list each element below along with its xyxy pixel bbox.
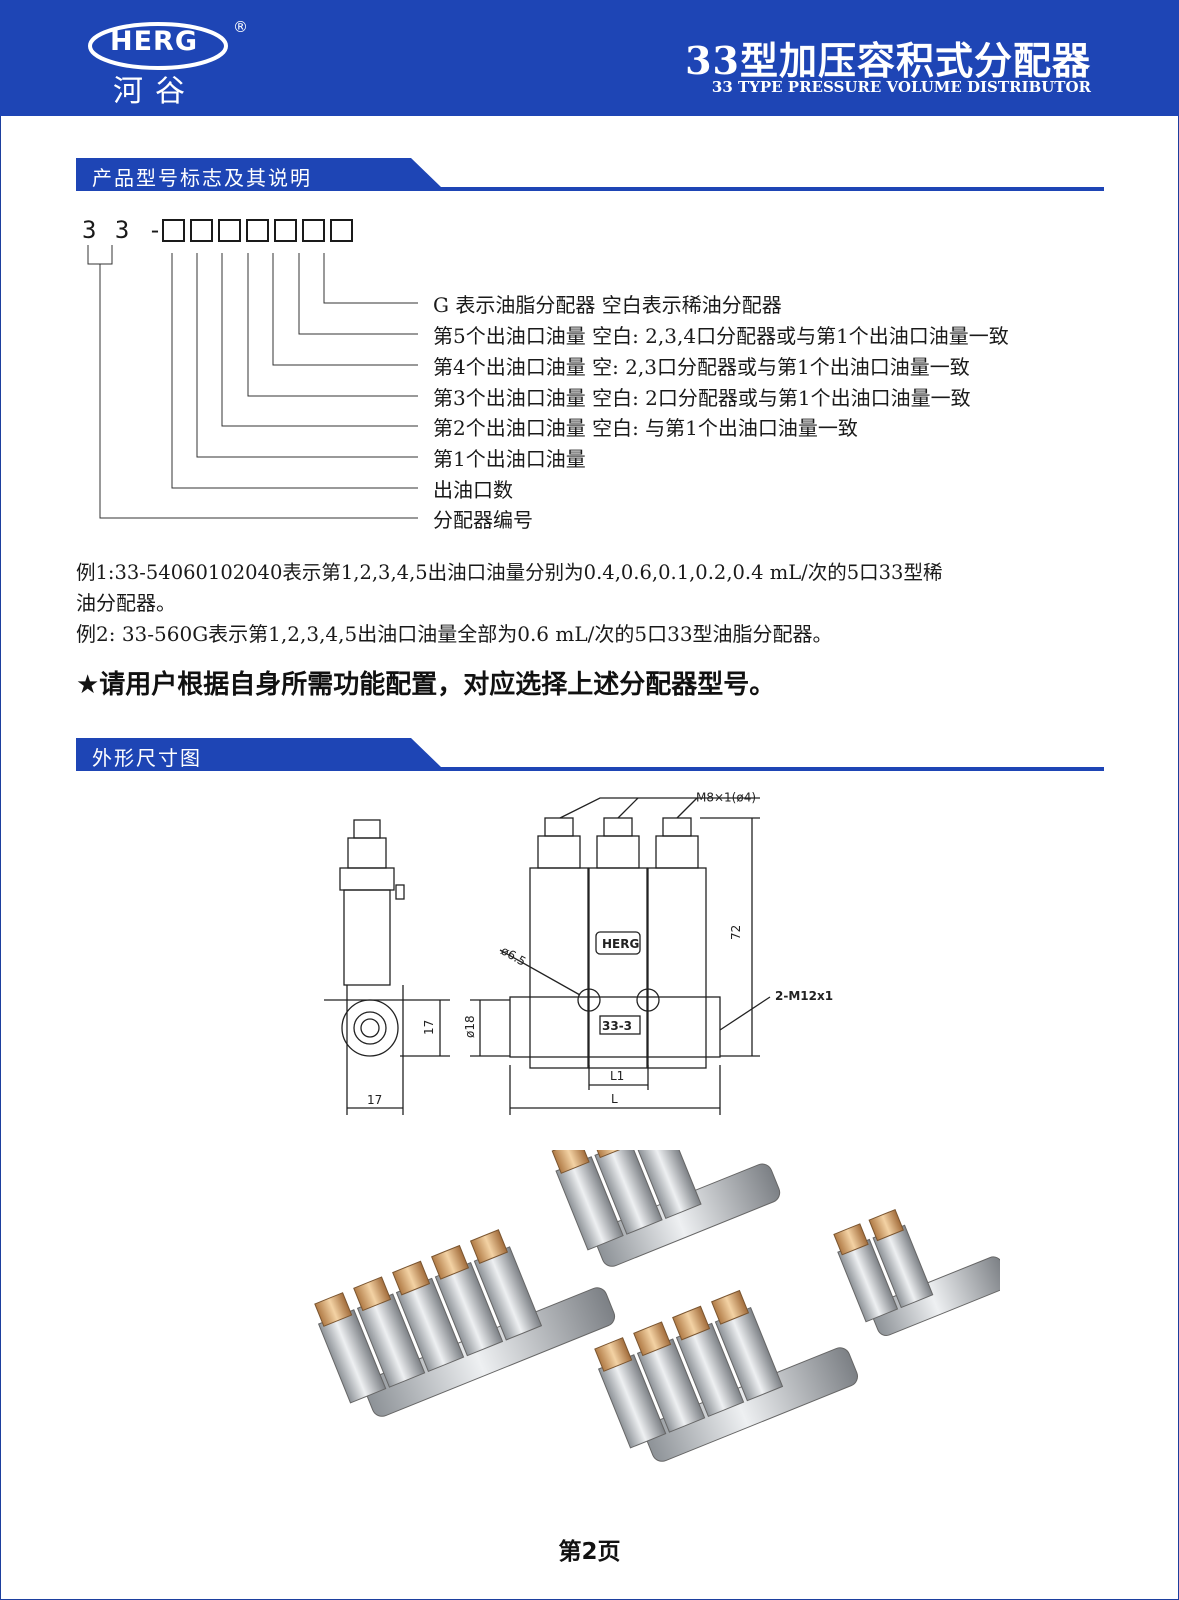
code-description: G 表示油脂分配器 空白表示稀油分配器 — [433, 293, 782, 317]
header-bar: HERG ® 河谷 33型加压容积式分配器 33 TYPE PRESSURE V… — [0, 0, 1179, 116]
photo-distributor-3 — [551, 1107, 781, 1267]
code-description: 第5个出油口油量 空白: 2,3,4口分配器或与第1个出油口油量一致 — [433, 324, 1009, 348]
section-band — [76, 158, 1104, 191]
dim-height: 72 — [729, 925, 743, 940]
section-heading-model: 产品型号标志及其说明 — [76, 158, 1104, 194]
logo-registered-mark: ® — [233, 18, 248, 36]
code-box — [190, 219, 213, 242]
code-description: 分配器编号 — [433, 508, 533, 532]
section-title: 外形尺寸图 — [92, 746, 202, 770]
dim-body-height: 17 — [422, 1020, 436, 1035]
logo-text: HERG — [110, 26, 198, 57]
model-code-boxes — [162, 219, 353, 242]
code-box — [330, 219, 353, 242]
dim-side-width: 17 — [367, 1093, 382, 1107]
logo-ellipse — [88, 22, 228, 70]
code-box — [162, 219, 185, 242]
example-1: 例1:33-54060102040表示第1,2,3,4,5出油口油量分别为0.4… — [76, 561, 943, 584]
dim-hole-diameter: ø6.5 — [499, 943, 529, 968]
product-photos — [280, 1107, 1009, 1510]
example-2: 例2: 33-560G表示第1,2,3,4,5出油口油量全部为0.6 mL/次的… — [76, 622, 833, 646]
section-heading-dimensions: 外形尺寸图 — [76, 738, 1104, 774]
page-subtitle: 33 TYPE PRESSURE VOLUME DISTRIBUTOR — [711, 78, 1091, 96]
dim-l1: L1 — [610, 1069, 624, 1083]
brand-logo: HERG ® 河谷 — [88, 18, 248, 110]
code-leader-lines — [87, 245, 418, 519]
photo-distributor-4 — [594, 1289, 858, 1462]
section-band — [76, 738, 1104, 771]
logo-chinese: 河谷 — [113, 74, 197, 109]
page-title: 33型加压容积式分配器 — [685, 38, 1091, 83]
code-box — [218, 219, 241, 242]
body-plate-label: 33-3 — [602, 1019, 632, 1033]
dimension-drawing: M8×1(ø4) 72 2-M12x1 ø6.5 ø18 17 17 L1 L … — [300, 790, 860, 1140]
body-brand-label: HERG — [602, 937, 639, 951]
example-1-continued: 油分配器。 — [76, 591, 176, 615]
section-title: 产品型号标志及其说明 — [92, 166, 312, 190]
code-box — [302, 219, 325, 242]
dim-l: L — [611, 1092, 618, 1106]
code-description: 第1个出油口油量 — [433, 447, 586, 471]
code-description: 第3个出油口油量 空白: 2口分配器或与第1个出油口油量一致 — [433, 386, 971, 410]
dim-side-thread: 2-M12x1 — [775, 989, 833, 1003]
photo-distributor-2 — [833, 1209, 1009, 1336]
code-description: 第2个出油口油量 空白: 与第1个出油口油量一致 — [433, 416, 858, 440]
page-number: 第2页 — [558, 1539, 621, 1565]
code-description: 第4个出油口油量 空: 2,3口分配器或与第1个出油口油量一致 — [433, 355, 970, 379]
dim-thread-top: M8×1(ø4) — [696, 791, 756, 805]
photo-distributor-5 — [314, 1229, 616, 1417]
model-code-prefix: 3 3 - — [82, 216, 165, 244]
code-description: 出油口数 — [433, 478, 513, 502]
code-box — [246, 219, 269, 242]
code-box — [274, 219, 297, 242]
selection-notice: ★请用户根据自身所需功能配置，对应选择上述分配器型号。 — [76, 670, 776, 700]
dim-body-diameter: ø18 — [463, 1015, 477, 1038]
